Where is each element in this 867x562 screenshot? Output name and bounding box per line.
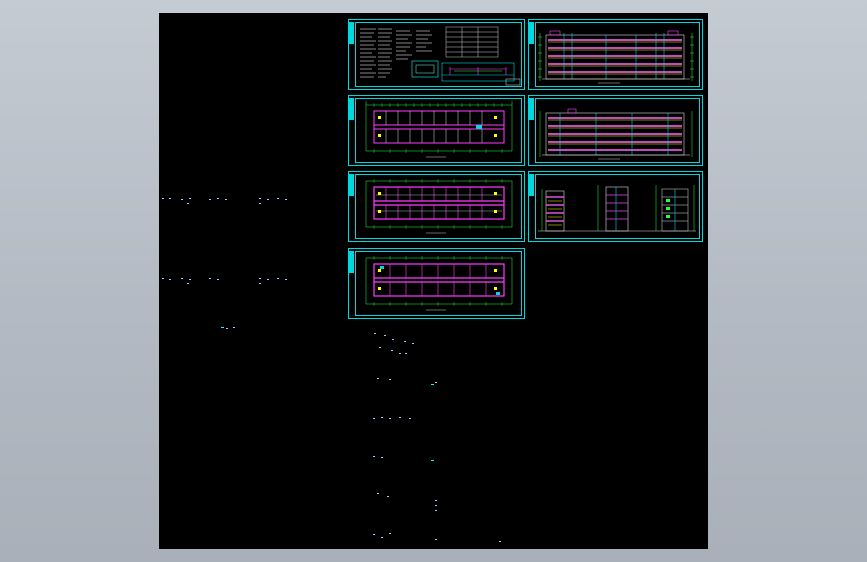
sheet-plan-roof[interactable]	[348, 248, 525, 319]
cad-model-space[interactable]	[159, 13, 708, 549]
typical-plan-drawing	[365, 179, 513, 234]
rear-elevation-drawing	[539, 108, 693, 160]
title-block-tab	[349, 174, 354, 196]
sheet-design-notes[interactable]	[348, 19, 525, 90]
title-block-tab	[529, 98, 534, 120]
sheet-elevation-front[interactable]	[528, 19, 703, 90]
sheet-plan-typical[interactable]	[348, 171, 525, 242]
design-notes-drawing	[360, 26, 521, 86]
ground-plan-drawing	[365, 101, 513, 158]
front-elevation-drawing	[538, 30, 694, 84]
sheet-plan-ground[interactable]	[348, 95, 525, 166]
title-block-tab	[349, 251, 354, 273]
sheet-elevation-side-section[interactable]	[528, 171, 703, 242]
title-block-tab	[349, 98, 354, 120]
side-elevation-section-drawing	[538, 185, 696, 232]
title-block-tab	[529, 174, 534, 196]
roof-plan-drawing	[365, 256, 513, 311]
title-block-tab	[349, 22, 354, 44]
title-block-tab	[529, 22, 534, 44]
sheet-elevation-rear[interactable]	[528, 95, 703, 166]
